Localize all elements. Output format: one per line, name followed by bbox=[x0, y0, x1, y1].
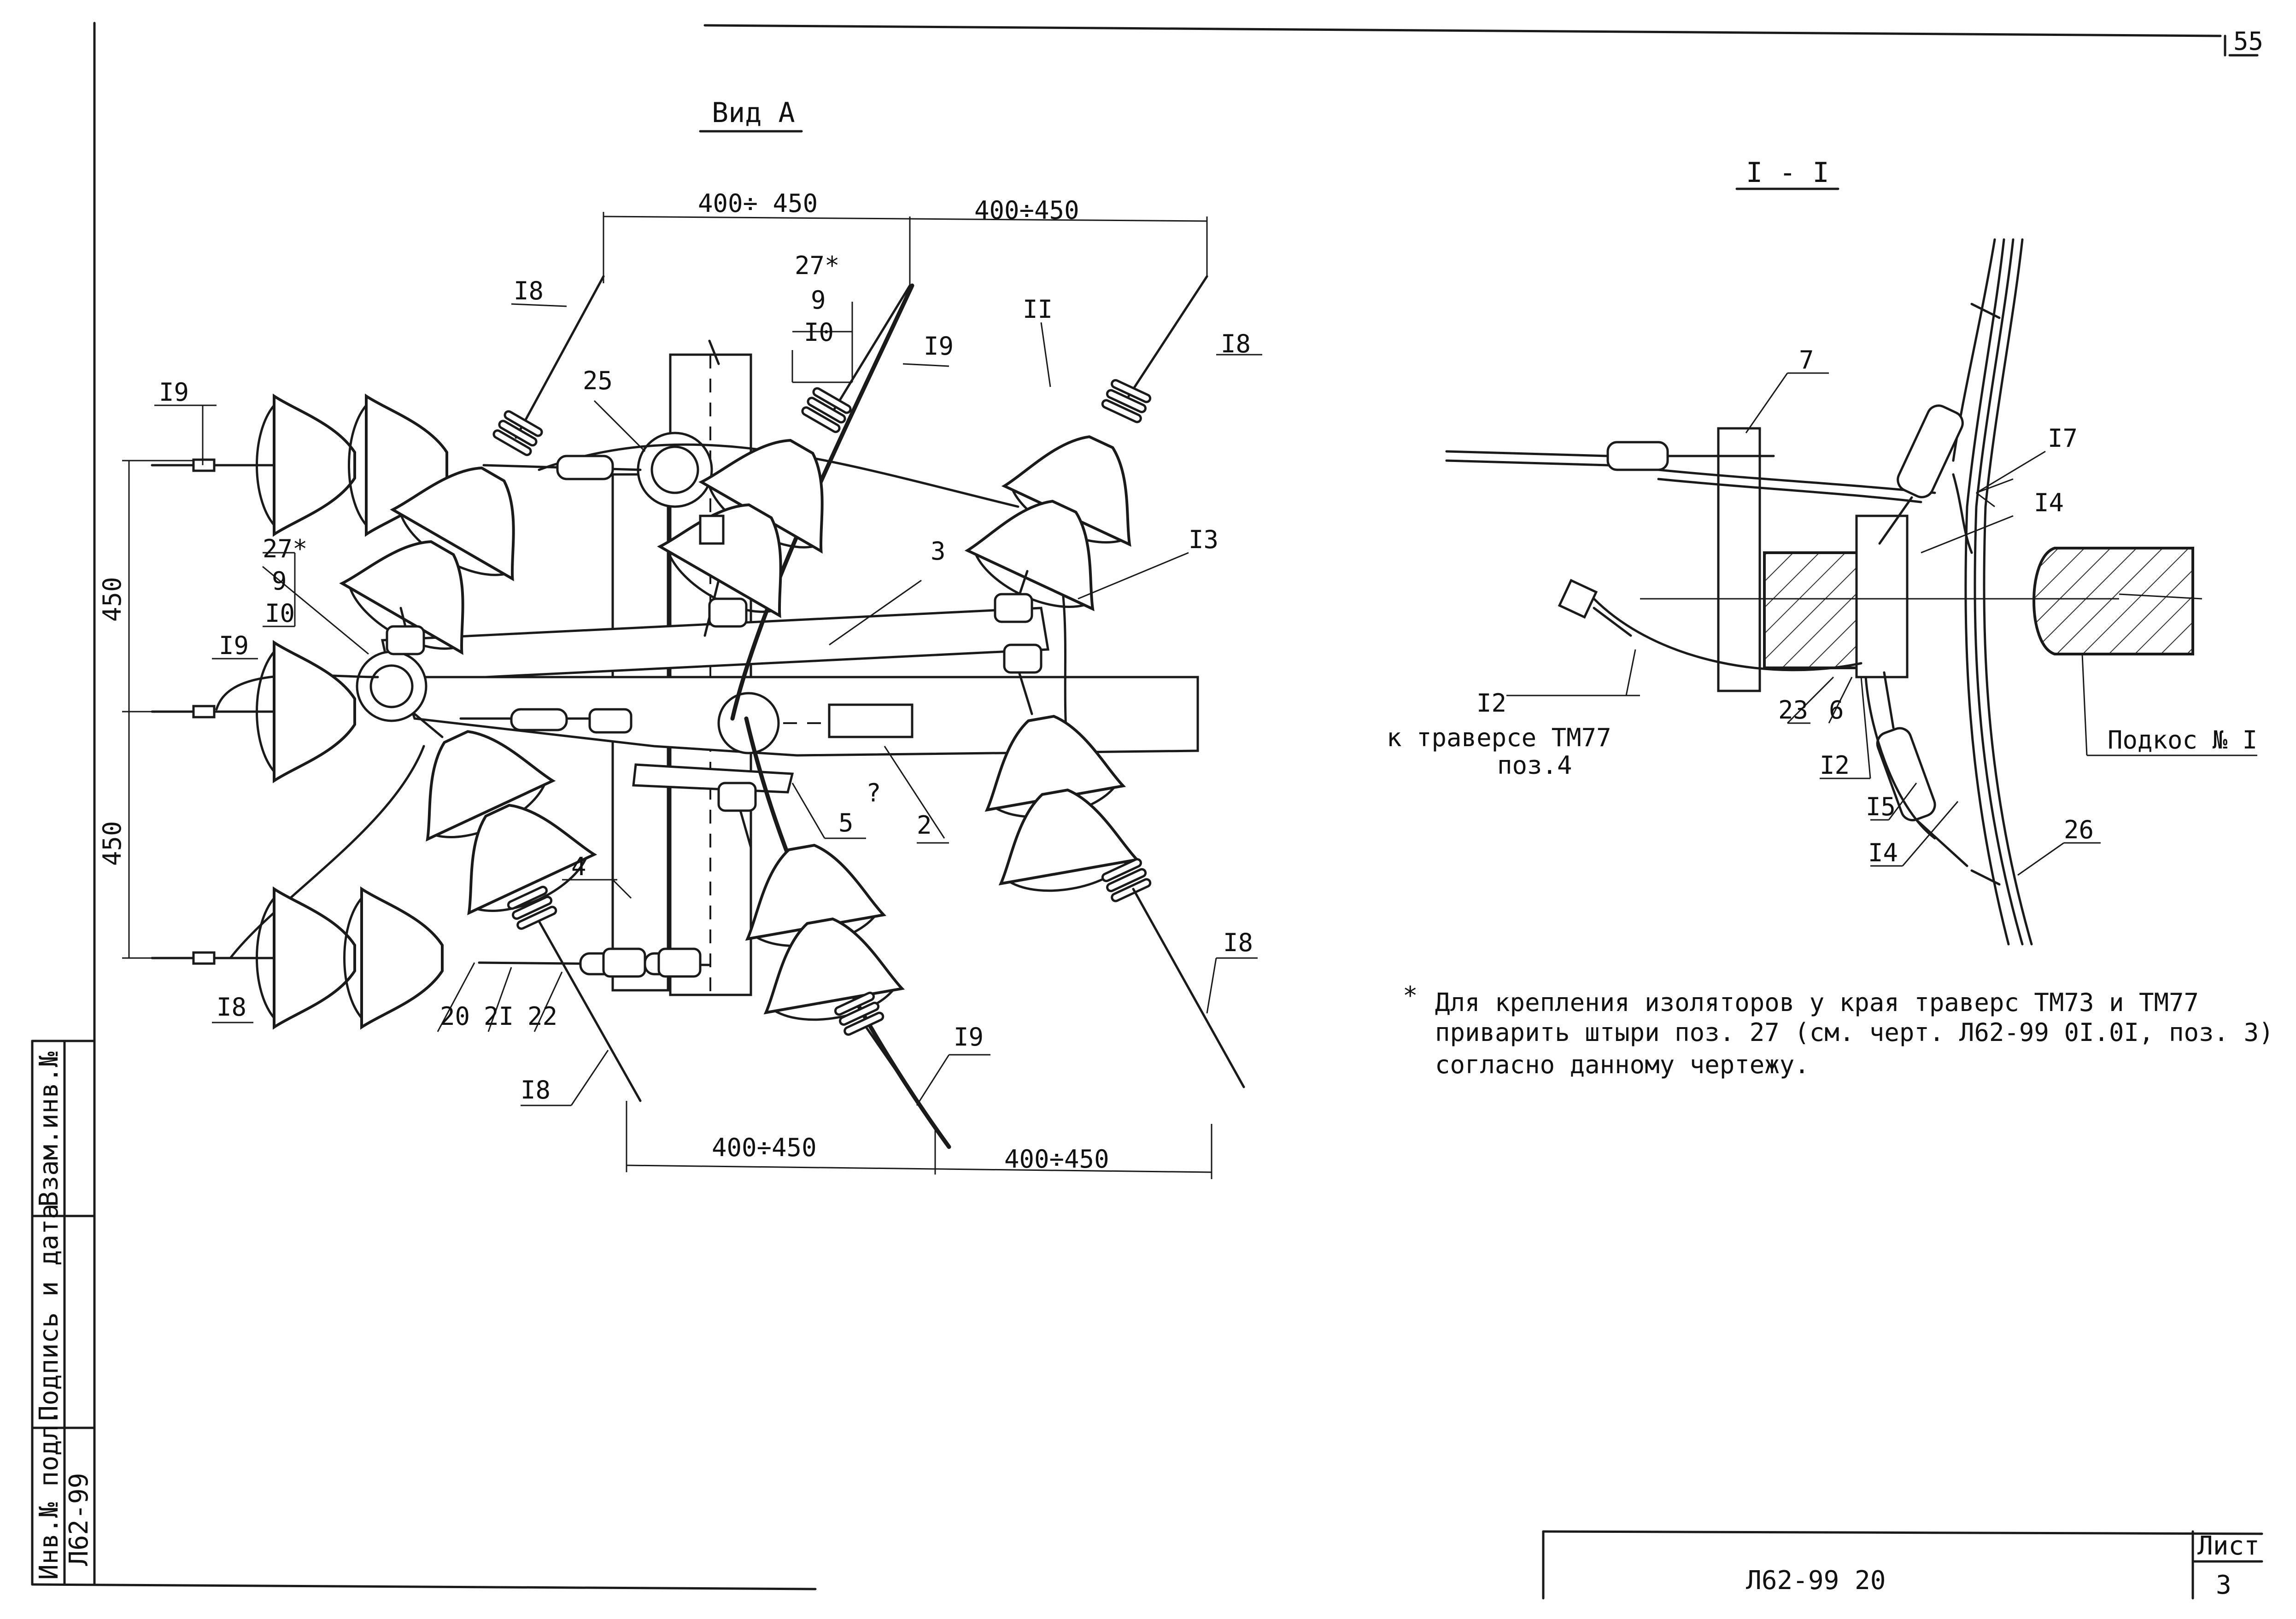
upper-clamp bbox=[1878, 404, 1973, 554]
label-p2: 2 bbox=[917, 811, 932, 840]
traverse-2 bbox=[399, 676, 1199, 757]
dim-vertical: 450 450 bbox=[98, 460, 207, 959]
sec-label-p6: 6 bbox=[1829, 696, 1844, 725]
label-p18-bottom: I8 bbox=[521, 1075, 551, 1105]
label-p19-left: I9 bbox=[219, 631, 249, 660]
wire-bundle-left bbox=[1445, 441, 1936, 503]
view-a-labels: I8 27* 9 I0 I9 I8 II 25 I9 27* 9 I0 I9 3… bbox=[159, 251, 1253, 1105]
label-p18-top: I8 bbox=[514, 276, 544, 305]
signature-date-label: Подпись и дата bbox=[34, 1204, 64, 1421]
label-p21: 2I bbox=[484, 1002, 514, 1031]
sec-label-to-traverse: к траверсе ТМ77 bbox=[1387, 723, 1611, 752]
sec-label-pos4: поз.4 bbox=[1497, 751, 1572, 780]
label-p13: I3 bbox=[1189, 525, 1218, 554]
label-p11: II bbox=[1023, 295, 1053, 324]
dim-vertical-upper: 450 bbox=[98, 577, 127, 622]
section-labels: 7 I7 I4 I2 к траверсе ТМ77 поз.4 23 6 I2… bbox=[1387, 345, 2257, 867]
footnote-marker: * bbox=[1403, 981, 1418, 1010]
label-p25: 25 bbox=[583, 366, 613, 395]
label-p18-right: I8 bbox=[1223, 928, 1253, 957]
footnote-line-2: приварить штыри поз. 27 (см. черт. Л62-9… bbox=[1435, 1018, 2274, 1047]
inv-original-label: Инв.№ подл. bbox=[34, 1409, 64, 1580]
label-p3: 3 bbox=[931, 537, 946, 566]
label-p4: 4 bbox=[571, 852, 586, 881]
insulator-string-right-top bbox=[960, 275, 1208, 625]
title-block: Л62-99 20 Лист 3 bbox=[1542, 1530, 2263, 1600]
view-a: Вид А 400÷ 450 400÷450 450 450 400÷450 bbox=[98, 97, 1262, 1179]
lower-clamp bbox=[1864, 671, 1968, 867]
leaders bbox=[154, 302, 1262, 1106]
label-p19-top-left: I9 bbox=[159, 378, 189, 407]
side-stamp: Взам.инв.№ Подпись и дата Инв.№ подл. Л6… bbox=[31, 1040, 96, 1586]
label-p22: 22 bbox=[527, 1002, 557, 1031]
label-p10-left: I0 bbox=[265, 599, 295, 628]
sec-label-p23: 23 bbox=[1778, 696, 1808, 725]
plate-7 bbox=[1717, 427, 1761, 692]
label-p19-mid-top: I9 bbox=[924, 332, 954, 361]
sec-label-brace: Подкос № I bbox=[2108, 725, 2257, 754]
footnote-line-3: согласно данному чертежу. bbox=[1435, 1050, 1810, 1079]
label-p27-top: 27* bbox=[795, 251, 840, 280]
pin-27-left bbox=[356, 650, 428, 722]
sec-label-p7: 7 bbox=[1799, 345, 1814, 374]
title-sheet-label: Лист bbox=[2197, 1531, 2260, 1561]
label-p19-bottom: I9 bbox=[954, 1023, 984, 1052]
sec-label-p15: I5 bbox=[1866, 792, 1896, 821]
inv-replace-label: Взам.инв.№ bbox=[34, 1052, 64, 1207]
label-p5: 5 bbox=[838, 808, 854, 837]
label-p18-left: I8 bbox=[217, 993, 246, 1022]
title-doc-code: Л62-99 20 bbox=[1746, 1566, 1886, 1596]
dim-bottom: 400÷450 400÷450 bbox=[626, 1101, 1212, 1179]
label-p18-top-right: I8 bbox=[1221, 329, 1251, 358]
sec-label-p26: 26 bbox=[2064, 815, 2094, 844]
footnote: * Для крепления изоляторов у края травер… bbox=[1403, 981, 2274, 1079]
sec-label-p12-left: I2 bbox=[1476, 689, 1506, 718]
link-fittings bbox=[386, 514, 1043, 978]
sec-label-p17: I7 bbox=[2048, 424, 2078, 453]
dim-top-left: 400÷ 450 bbox=[698, 189, 818, 218]
insulator-string-lower-diag bbox=[393, 708, 642, 1102]
pin-25 bbox=[637, 432, 713, 508]
sec-label-p14-top: I4 bbox=[2034, 488, 2064, 517]
sheet-number: 55 bbox=[2233, 27, 2263, 56]
label-p10-top: I0 bbox=[804, 318, 834, 347]
sheet-frame: 55 bbox=[31, 22, 2263, 1590]
brace-section bbox=[2032, 547, 2194, 655]
sec-label-p12: I2 bbox=[1820, 751, 1850, 780]
insulator-string-top-left bbox=[151, 396, 642, 534]
sec-label-p14-bottom: I4 bbox=[1868, 838, 1898, 867]
label-p9-top: 9 bbox=[811, 286, 826, 315]
side-doc-code: Л62-99 bbox=[64, 1473, 94, 1566]
footnote-line-1: Для крепления изоляторов у края траверс … bbox=[1435, 988, 2199, 1017]
jumper-to-tm77 bbox=[1558, 579, 1863, 672]
plate-6 bbox=[1855, 514, 1909, 678]
section-i-i: I - I bbox=[1387, 157, 2257, 946]
dim-top-right: 400÷450 bbox=[974, 196, 1079, 225]
section-leaders bbox=[1506, 372, 2257, 876]
label-question: ? bbox=[866, 778, 881, 807]
label-p20: 20 bbox=[440, 1002, 470, 1031]
dim-bottom-left: 400÷450 bbox=[712, 1133, 817, 1162]
view-a-title: Вид А bbox=[712, 97, 795, 129]
dim-vertical-lower: 450 bbox=[98, 821, 127, 866]
label-p27-left: 27* bbox=[263, 534, 308, 563]
dim-top: 400÷ 450 400÷450 bbox=[603, 189, 1208, 286]
dim-bottom-right: 400÷450 bbox=[1004, 1145, 1109, 1174]
wire-bundle-right bbox=[1952, 238, 2033, 946]
title-sheet-number: 3 bbox=[2216, 1570, 2232, 1600]
label-p9-left: 9 bbox=[272, 567, 287, 596]
section-title: I - I bbox=[1746, 157, 1829, 189]
